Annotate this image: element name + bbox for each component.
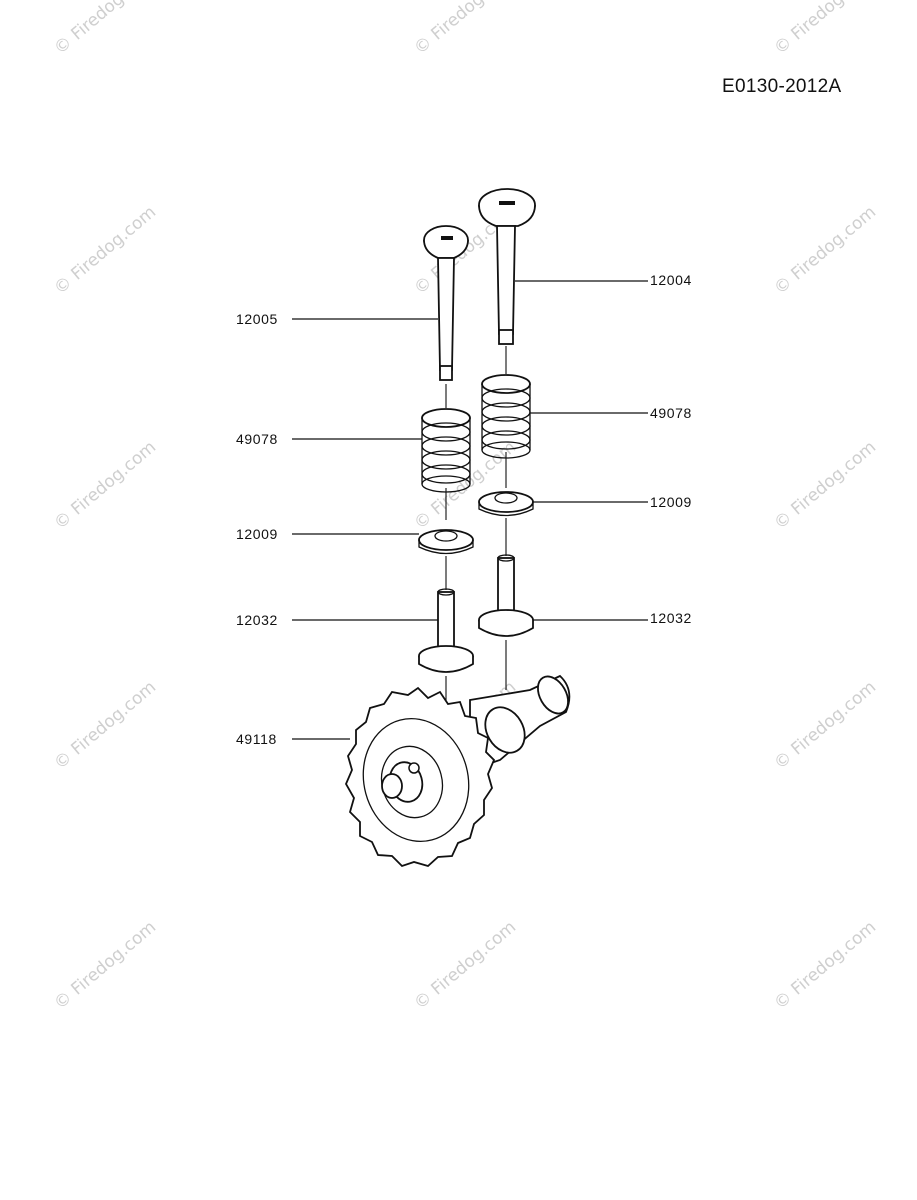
camshaft-gear [344,674,571,868]
tappet-left [418,588,474,673]
watermark: © Firedog.com [50,0,160,59]
callout-12009-left: 12009 [236,526,278,542]
callout-labels: 12005 12004 49078 49078 12009 12009 1203… [236,272,692,747]
watermark: © Firedog.com [770,677,880,774]
watermark: © Firedog.com [770,437,880,534]
callout-49118: 49118 [236,731,277,747]
valve-12005 [423,225,469,381]
watermark: © Firedog.com [770,202,880,299]
watermark: © Firedog.com [50,917,160,1014]
callout-12004: 12004 [650,272,692,288]
callout-12009-right: 12009 [650,494,692,510]
spring-right [481,374,531,459]
watermark-layer: © Firedog.com © Firedog.com © Firedog.co… [50,0,880,1014]
callout-12032-left: 12032 [236,612,278,628]
callout-12005: 12005 [236,311,278,327]
retainer-left [418,529,474,555]
leader-lines [292,280,648,740]
retainer-right [478,491,534,517]
watermark: © Firedog.com [50,437,160,534]
spring-left [421,408,471,493]
watermark: © Firedog.com [770,917,880,1014]
valve-12004 [478,188,536,345]
callout-49078-left: 49078 [236,431,278,447]
watermark: © Firedog.com [410,917,520,1014]
diagram-number: E0130-2012A [722,76,842,97]
axis-lines [445,346,507,712]
callout-49078-right: 49078 [650,405,692,421]
watermark: © Firedog.com [770,0,880,59]
watermark: © Firedog.com [50,677,160,774]
watermark: © Firedog.com [410,0,520,59]
callout-12032-right: 12032 [650,610,692,626]
tappet-right [478,554,534,637]
watermark: © Firedog.com [50,202,160,299]
